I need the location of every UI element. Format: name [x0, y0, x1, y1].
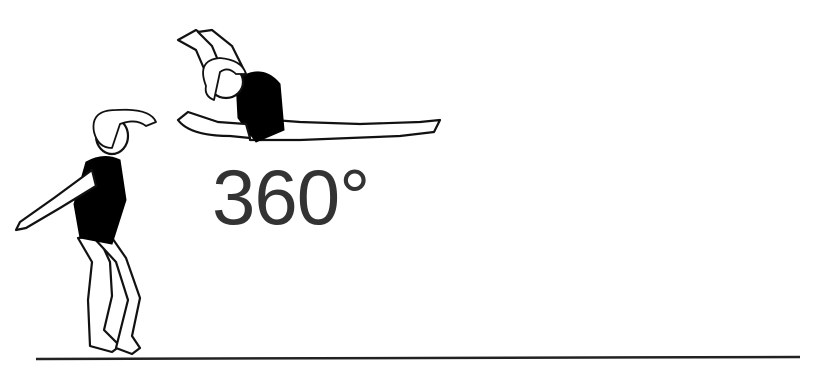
floor-line — [36, 357, 800, 359]
gymnast-takeoff — [16, 110, 156, 354]
rotation-degree-label: 360° — [212, 158, 369, 236]
gymnast-arch-flight — [178, 30, 440, 142]
